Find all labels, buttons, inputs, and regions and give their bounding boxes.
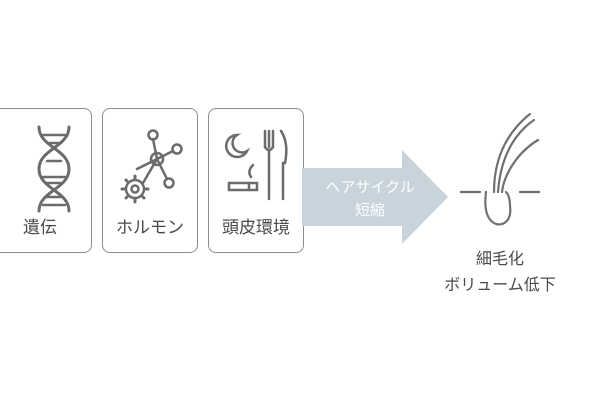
arrow-label-line1: ヘアサイクル: [325, 178, 415, 196]
hair-follicle-icon: [460, 112, 540, 226]
dna-icon: [37, 125, 71, 213]
outcome-label-line1: 細毛化: [475, 249, 524, 268]
factor-box-scalp: 頭皮環境: [208, 108, 304, 253]
factor-label-hormones: ホルモン: [116, 218, 184, 238]
outcome-label: 細毛化 ボリューム低下: [425, 246, 575, 298]
outcome-label-line2: ボリューム低下: [444, 275, 556, 294]
molecule-icon: [120, 129, 183, 204]
lifestyle-icon: [224, 129, 288, 201]
arrow-shape: [302, 150, 448, 244]
arrow-label-line2: 短縮: [354, 201, 385, 219]
factor-label-scalp: 頭皮環境: [222, 218, 290, 238]
factor-box-genetics: 遺伝: [0, 108, 92, 253]
arrow-label: ヘアサイクル 短縮: [300, 176, 440, 222]
factor-box-hormones: ホルモン: [102, 108, 198, 253]
factor-label-genetics: 遺伝: [23, 218, 57, 238]
